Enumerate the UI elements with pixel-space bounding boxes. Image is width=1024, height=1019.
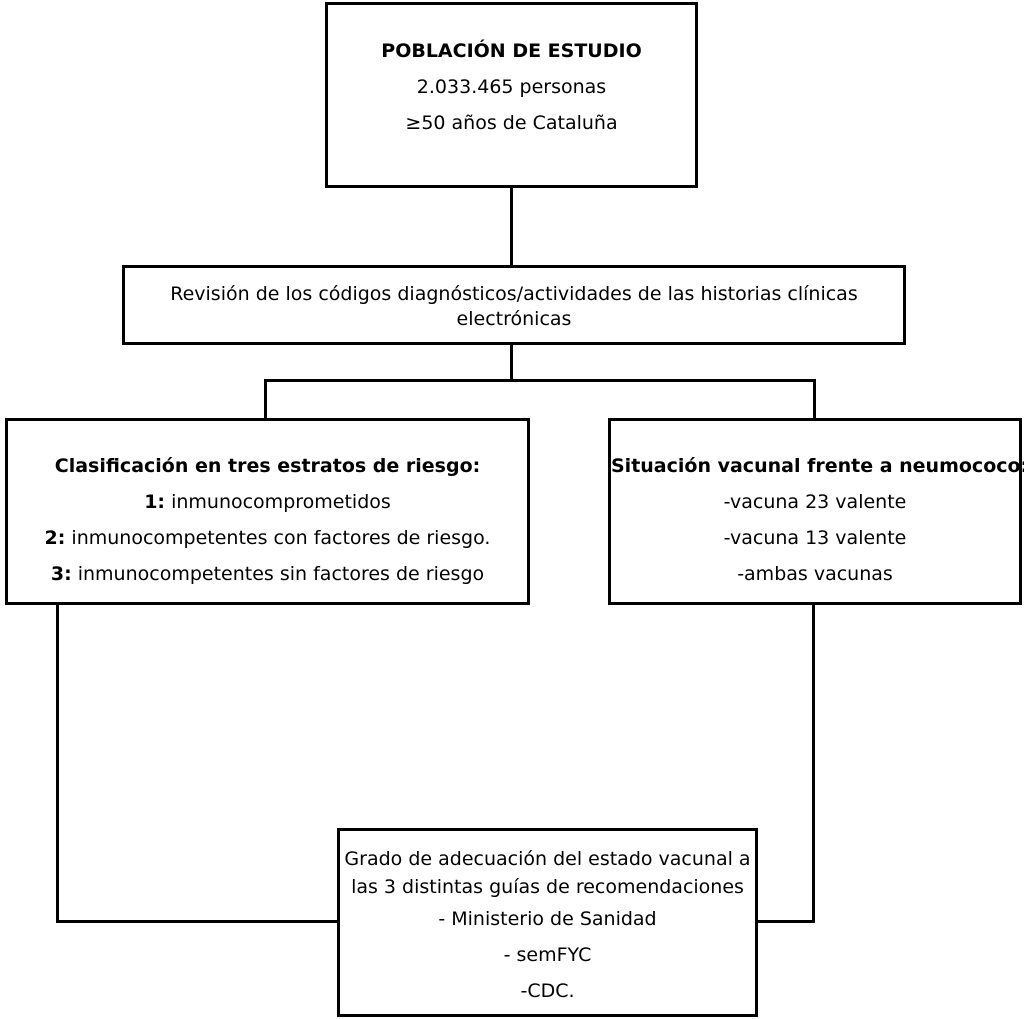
revision-line-2: electrónicas	[456, 308, 572, 330]
box-clasificacion-estratos: Clasificación en tres estratos de riesgo…	[5, 418, 530, 605]
clasificacion-item-3-number: 3:	[50, 563, 72, 585]
grado-line-1: Grado de adecuación del estado vacunal a	[344, 848, 751, 870]
poblacion-title: POBLACIÓN DE ESTUDIO	[381, 40, 642, 62]
connector-situacion-grado	[756, 920, 815, 923]
connector-split-right	[813, 379, 816, 418]
clasificacion-item-2-number: 2:	[44, 527, 66, 549]
connector-revision-split	[510, 345, 513, 380]
box-revision-codigos: Revisión de los códigos diagnósticos/act…	[122, 265, 906, 345]
grado-item-1: - Ministerio de Sanidad	[438, 908, 657, 930]
clasificacion-item-1-number: 1:	[144, 491, 166, 513]
clasificacion-item-3-text: inmunocompetentes sin factores de riesgo	[71, 563, 485, 585]
connector-situacion-down	[812, 605, 815, 923]
connector-split-left	[264, 379, 267, 418]
situacion-title: Situación vacunal frente a neumococo:	[611, 455, 1024, 477]
situacion-item-1: -vacuna 23 valente	[723, 491, 907, 513]
clasificacion-item-1: 1: inmunocomprometidos	[8, 484, 527, 520]
box-grado-adecuacion: Grado de adecuación del estado vacunal a…	[337, 828, 758, 1017]
connector-clasificacion-down	[56, 605, 59, 923]
clasificacion-title: Clasificación en tres estratos de riesgo…	[54, 455, 481, 477]
poblacion-age-region: ≥50 años de Cataluña	[405, 112, 618, 134]
clasificacion-item-3: 3: inmunocompetentes sin factores de rie…	[8, 556, 527, 592]
situacion-item-2: -vacuna 13 valente	[723, 527, 907, 549]
grado-item-3: -CDC.	[520, 980, 575, 1002]
grado-line-2: las 3 distintas guías de recomendaciones	[351, 876, 744, 898]
poblacion-count: 2.033.465 personas	[416, 76, 607, 98]
box-poblacion-estudio: POBLACIÓN DE ESTUDIO 2.033.465 personas …	[325, 2, 698, 188]
clasificacion-item-2: 2: inmunocompetentes con factores de rie…	[8, 520, 527, 556]
connector-clasificacion-grado	[56, 920, 339, 923]
clasificacion-item-1-text: inmunocomprometidos	[165, 491, 391, 513]
clasificacion-item-2-text: inmunocompetentes con factores de riesgo…	[65, 527, 491, 549]
situacion-item-3: -ambas vacunas	[737, 563, 893, 585]
connector-split-horizontal	[264, 379, 816, 382]
revision-line-1: Revisión de los códigos diagnósticos/act…	[170, 283, 858, 305]
grado-item-2: - semFYC	[503, 944, 592, 966]
connector-poblacion-revision	[510, 188, 513, 265]
box-situacion-vacunal: Situación vacunal frente a neumococo: -v…	[608, 418, 1024, 605]
